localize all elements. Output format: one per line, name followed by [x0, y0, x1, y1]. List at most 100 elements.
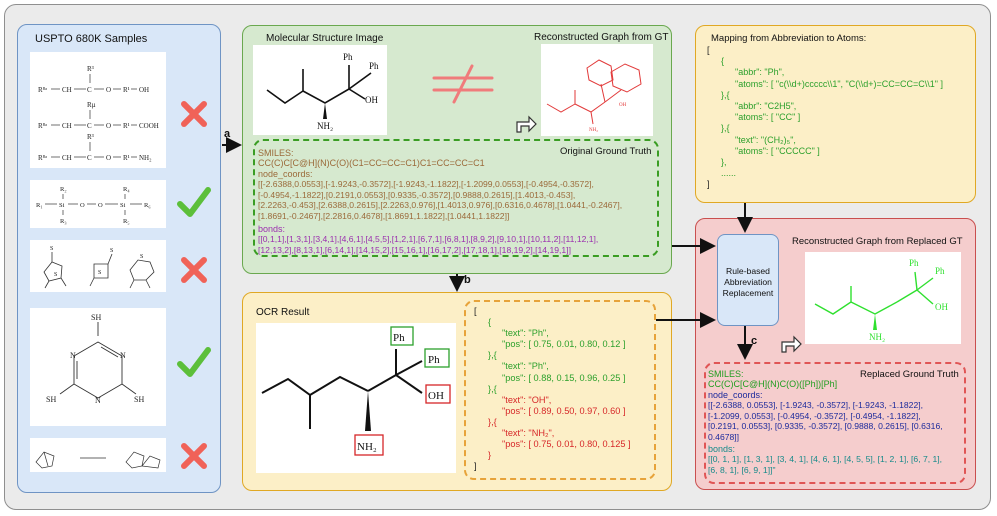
- svg-text:C: C: [87, 122, 92, 130]
- ocr-json-line: },{: [488, 383, 497, 394]
- mapping-json: [{"abbr": "Ph","atoms": [ "c(\\d+)ccccc\…: [707, 45, 943, 191]
- replaced-coords-label: node_coords:: [708, 390, 763, 400]
- replaced-gt-title: Replaced Ground Truth: [860, 369, 959, 380]
- ocr-json-line: {: [488, 317, 492, 328]
- sample-4-structure: [59, 322, 137, 399]
- svg-text:R₅: R₅: [123, 218, 130, 225]
- replaced-gt-box: [704, 362, 966, 484]
- svg-text:CH: CH: [62, 86, 72, 94]
- replaced-smiles-label: SMILES:: [708, 369, 744, 379]
- check-icon: [177, 187, 211, 217]
- svg-text:COOH: COOH: [139, 122, 159, 130]
- wedge-bond: [323, 103, 327, 119]
- ocr-box-oh: [425, 384, 451, 404]
- sample-2-structure: R₂ R₄ R₁ Si R₃ O O Si R₅ R₆: [36, 186, 151, 225]
- ocr-box-ph: [390, 326, 414, 346]
- svg-text:Ph: Ph: [909, 258, 919, 268]
- ocr-json-line: "pos": [ 0.75, 0.01, 0.80, 0.12 ]: [502, 339, 626, 350]
- arrow-b-label: b: [464, 274, 471, 286]
- svg-text:O: O: [98, 202, 103, 209]
- svg-text:OH: OH: [139, 86, 149, 94]
- sample-images: R⁸ᵃ CH C R³ O R¹ OH R⁸ᵃ CH C Rµ O R¹: [30, 52, 166, 472]
- ocr-box-ph: [424, 348, 450, 368]
- ocr-molecule-image: Ph Ph OH NH₂: [256, 323, 456, 473]
- sample-image-3: [30, 240, 166, 292]
- wedge-bond: [873, 314, 877, 330]
- arrow-c-label: c: [751, 335, 758, 347]
- svg-text:NH₂: NH₂: [139, 154, 152, 162]
- replaced-smiles-value: CC(C)C[C@H](N)C(O)([Ph])[Ph]: [708, 379, 838, 389]
- replaced-coords-lines: [[-2.6388, 0.0553], [-1.9243, -0.3572], …: [708, 400, 943, 442]
- svg-text:S: S: [54, 272, 57, 278]
- ocr-json-box: [464, 300, 656, 480]
- svg-text:CH: CH: [62, 122, 72, 130]
- sample-image-1: [30, 52, 166, 168]
- svg-text:OH: OH: [619, 103, 627, 108]
- svg-text:O: O: [80, 202, 85, 209]
- svg-text:R₂: R₂: [60, 186, 67, 193]
- gt-bonds-label: bonds:: [258, 224, 286, 234]
- mapping-json-line: "atoms": [ "CCCCC" ]: [735, 145, 820, 156]
- mapping-panel: [695, 25, 976, 203]
- svg-text:R⁸ᵃ: R⁸ᵃ: [38, 122, 47, 130]
- ocr-box-nh2: [354, 434, 384, 456]
- ocr-json-line: "pos": [ 0.89, 0.50, 0.97, 0.60 ]: [502, 405, 626, 416]
- svg-text:Rµ: Rµ: [87, 101, 96, 109]
- svg-text:R⁸ᵃ: R⁸ᵃ: [38, 154, 47, 162]
- replaced-bonds-lines: [[0, 1, 1], [1, 3, 1], [3, 4, 1], [4, 6,…: [708, 454, 943, 475]
- svg-text:O: O: [106, 86, 111, 94]
- svg-text:NH₂: NH₂: [869, 332, 885, 342]
- gt-coords-label: node_coords:: [258, 169, 313, 179]
- svg-text:R₁: R₁: [36, 202, 43, 209]
- rule-based-box: [717, 234, 779, 326]
- label-nh2: NH₂: [317, 121, 333, 131]
- samples-title: USPTO 680K Samples: [35, 33, 148, 45]
- svg-text:C: C: [87, 154, 92, 162]
- ocr-json-line: "text": "NH₂",: [502, 428, 555, 439]
- ocr-json-line: ]: [474, 461, 477, 472]
- svg-text:R⁸ᵃ: R⁸ᵃ: [38, 86, 47, 94]
- mapping-json-line: "abbr": "Ph",: [735, 67, 785, 78]
- svg-text:OH: OH: [935, 302, 948, 312]
- rule-based-label: Rule-based Abbreviation Replacement: [722, 266, 774, 298]
- svg-text:R₆: R₆: [144, 202, 151, 209]
- replaced-bonds-label: bonds:: [708, 444, 736, 454]
- svg-text:OH: OH: [428, 390, 444, 402]
- ocr-json-line: "text": "OH",: [502, 394, 552, 405]
- original-gt-box: [253, 139, 659, 257]
- mapping-title: Mapping from Abbreviation to Atoms:: [711, 33, 867, 44]
- svg-text:R³: R³: [87, 65, 94, 73]
- mapping-json-line: "text": "(CH₂)₅",: [735, 134, 796, 145]
- arrow-a-label: a: [224, 128, 231, 140]
- svg-text:O: O: [106, 122, 111, 130]
- svg-text:R¹: R¹: [123, 154, 130, 162]
- svg-text:CH: CH: [62, 154, 72, 162]
- svg-text:S: S: [98, 270, 101, 276]
- svg-text:SH: SH: [134, 395, 144, 404]
- ocr-json-line: "pos": [ 0.88, 0.15, 0.96, 0.25 ]: [502, 372, 626, 383]
- svg-text:R₃: R₃: [60, 218, 67, 225]
- mapping-json-line: ......: [721, 168, 737, 179]
- svg-text:R₄: R₄: [123, 186, 130, 193]
- svg-text:R³: R³: [87, 133, 94, 141]
- ocr-title: OCR Result: [256, 307, 310, 318]
- ocr-json: [{"text": "Ph","pos": [ 0.75, 0.01, 0.80…: [474, 306, 631, 472]
- molecule-image-title: Molecular Structure Image: [266, 33, 384, 44]
- svg-text:Ph: Ph: [935, 266, 945, 276]
- svg-text:Si: Si: [59, 202, 65, 209]
- svg-text:R¹: R¹: [123, 122, 130, 130]
- svg-text:R¹: R¹: [123, 86, 130, 94]
- cross-icon: [181, 443, 207, 469]
- mapping-json-line: "atoms": [ "c(\\d+)ccccc\\1", "C(\\d+)=C…: [735, 78, 943, 89]
- svg-text:O: O: [106, 154, 111, 162]
- reconstructed-gt-graph: OH NH₂: [541, 44, 653, 136]
- label-ph: Ph: [343, 52, 353, 62]
- svg-text:Ph: Ph: [393, 332, 405, 344]
- svg-text:S: S: [50, 246, 53, 252]
- ocr-json-line: },{: [488, 416, 497, 427]
- sample-1-structure: R⁸ᵃ CH C R³ O R¹ OH R⁸ᵃ CH C Rµ O R¹: [38, 65, 159, 162]
- mapping-json-line: {: [721, 56, 725, 67]
- gt-smiles-label: SMILES:: [258, 148, 294, 158]
